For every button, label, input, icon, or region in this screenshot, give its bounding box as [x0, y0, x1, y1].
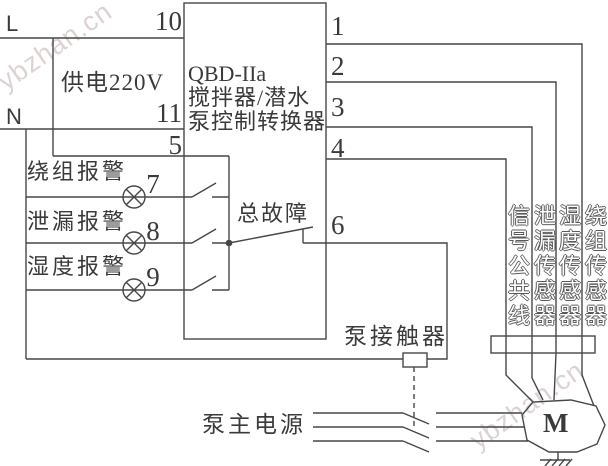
humidity-alarm-label: 湿度报警	[27, 254, 128, 279]
humidity-sensor-wire-label: 湿度传感器	[556, 204, 581, 329]
humidity-alarm-lamp-icon	[122, 278, 146, 302]
terminal-9: 9	[146, 262, 160, 292]
winding-alarm-label: 绕组报警	[27, 159, 128, 184]
motor-body	[521, 399, 606, 453]
winding-alarm-lamp-icon	[122, 185, 146, 209]
controller-box	[183, 2, 327, 340]
wire-terminal4-signal-common	[326, 158, 507, 353]
terminal-7: 7	[146, 169, 160, 199]
terminal-5: 5	[168, 130, 183, 160]
line-l-label: L	[6, 11, 19, 36]
controller-title: QBD-IIa 搅拌器/潜水 泵控制转换器	[188, 62, 326, 134]
switch-9-icon	[191, 275, 229, 291]
wire-terminal6	[303, 242, 448, 360]
terminal-10: 10	[155, 6, 182, 36]
wire-terminal2-humidity-sensor	[326, 81, 557, 353]
switch-8-icon	[191, 228, 229, 244]
terminal-3: 3	[331, 92, 345, 122]
controller-name-line1: 搅拌器/潜水	[188, 85, 311, 110]
three-phase-lines	[313, 412, 528, 453]
controller-model: QBD-IIa	[188, 61, 267, 86]
terminal-8: 8	[146, 216, 160, 246]
leakage-alarm-label: 泄漏报警	[27, 209, 128, 234]
wire-terminal3-leakage-sensor	[326, 126, 533, 353]
leakage-alarm-lamp-icon	[122, 231, 146, 255]
pump-main-power-label: 泵主电源	[202, 412, 306, 437]
cable-gland	[490, 335, 596, 354]
supply-voltage-label: 供电220V	[61, 70, 165, 95]
main-fault-label: 总故障	[237, 201, 310, 226]
main-fault-switch-icon	[228, 226, 314, 244]
terminal-6: 6	[331, 210, 345, 240]
signal-common-wire-label: 信号公共线	[505, 204, 530, 329]
pump-contactor-label: 泵接触器	[344, 324, 448, 349]
winding-sensor-wire-label: 绕组传感器	[582, 204, 607, 329]
terminal-2: 2	[331, 51, 345, 81]
ground-icon	[540, 452, 573, 466]
contactor-coil	[402, 352, 428, 368]
terminal-11: 11	[156, 98, 182, 128]
terminal-4: 4	[331, 133, 345, 163]
leakage-sensor-wire-label: 泄漏传感器	[531, 204, 556, 329]
motor-label: M	[543, 408, 569, 438]
terminal-1: 1	[331, 11, 345, 41]
sensor-wire-funnel	[505, 352, 595, 407]
wire-terminal1-winding-sensor	[326, 43, 583, 353]
line-n-label: N	[6, 104, 22, 129]
switch-7-icon	[191, 182, 229, 198]
controller-name-line2: 泵控制转换器	[188, 109, 327, 134]
contactor-contacts-icon	[402, 412, 430, 453]
